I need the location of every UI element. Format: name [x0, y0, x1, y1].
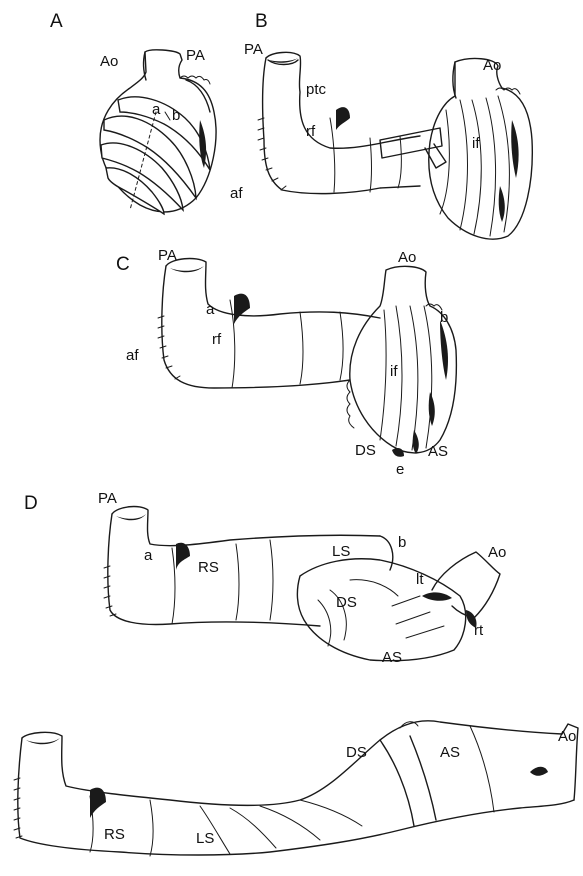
- panel-d-label-rs: RS: [198, 559, 219, 576]
- panel-d-label-pa: PA: [98, 490, 117, 507]
- panel-b-label-ao: Ao: [483, 57, 501, 74]
- panel-b-label-pa: PA: [244, 41, 263, 58]
- panel-c-label-pa: PA: [158, 247, 177, 264]
- panel-a-label-a: a: [152, 101, 161, 118]
- panel-a-heart: [100, 50, 216, 214]
- panel-b-letter: B: [255, 11, 268, 32]
- panel-a-letter: A: [50, 11, 63, 32]
- panel-b: B: [230, 11, 532, 239]
- panel-c-letter: C: [116, 254, 130, 275]
- panel-d-label-a: a: [144, 547, 153, 564]
- panel-d: D PA a RS L: [24, 490, 506, 666]
- panel-d-label-b: b: [398, 534, 406, 551]
- panel-d-label-lt: lt: [416, 571, 424, 588]
- panel-c-label-rf: rf: [212, 331, 222, 348]
- panel-a-label-ao: Ao: [100, 53, 118, 70]
- panel-d-label-ao: Ao: [488, 544, 506, 561]
- panel-e: Ao DS AS RS LS: [14, 721, 578, 856]
- panel-d-label-ls: LS: [332, 543, 350, 560]
- panel-c-label-e: e: [396, 461, 404, 478]
- panel-d-label-ds: DS: [336, 594, 357, 611]
- panel-a: A Ao PA a b: [50, 11, 216, 214]
- panel-d-unrolled-band: [104, 507, 500, 661]
- panel-b-label-if: if: [472, 135, 480, 152]
- panel-c: C PA Ao a rf: [116, 247, 456, 478]
- panel-a-label-b: b: [172, 107, 180, 124]
- panel-b-unrolled-band: [258, 52, 446, 193]
- panel-e-label-as: AS: [440, 744, 460, 761]
- panel-c-label-b: b: [440, 309, 448, 326]
- panel-c-label-as: AS: [428, 443, 448, 460]
- panel-c-label-if: if: [390, 363, 398, 380]
- panel-c-label-af: af: [126, 347, 139, 364]
- panel-b-ventricle: [429, 59, 533, 240]
- panel-c-label-ds: DS: [355, 442, 376, 459]
- panel-c-label-a: a: [206, 301, 215, 318]
- panel-c-label-ao: Ao: [398, 249, 416, 266]
- panel-d-letter: D: [24, 493, 38, 514]
- panel-c-ventricle: [347, 266, 456, 456]
- panel-a-label-pa: PA: [186, 47, 205, 64]
- panel-c-unrolled-band: [158, 259, 380, 388]
- panel-d-label-rt: rt: [474, 622, 484, 639]
- panel-e-label-ds: DS: [346, 744, 367, 761]
- panel-e-label-ao: Ao: [558, 728, 576, 745]
- panel-b-label-af: af: [230, 185, 243, 202]
- panel-d-label-as: AS: [382, 649, 402, 666]
- panel-e-label-rs: RS: [104, 826, 125, 843]
- panel-e-straight-band: [14, 721, 578, 856]
- panel-b-label-rf: rf: [306, 123, 316, 140]
- panel-b-label-ptc: ptc: [306, 81, 327, 98]
- panel-e-label-ls: LS: [196, 830, 214, 847]
